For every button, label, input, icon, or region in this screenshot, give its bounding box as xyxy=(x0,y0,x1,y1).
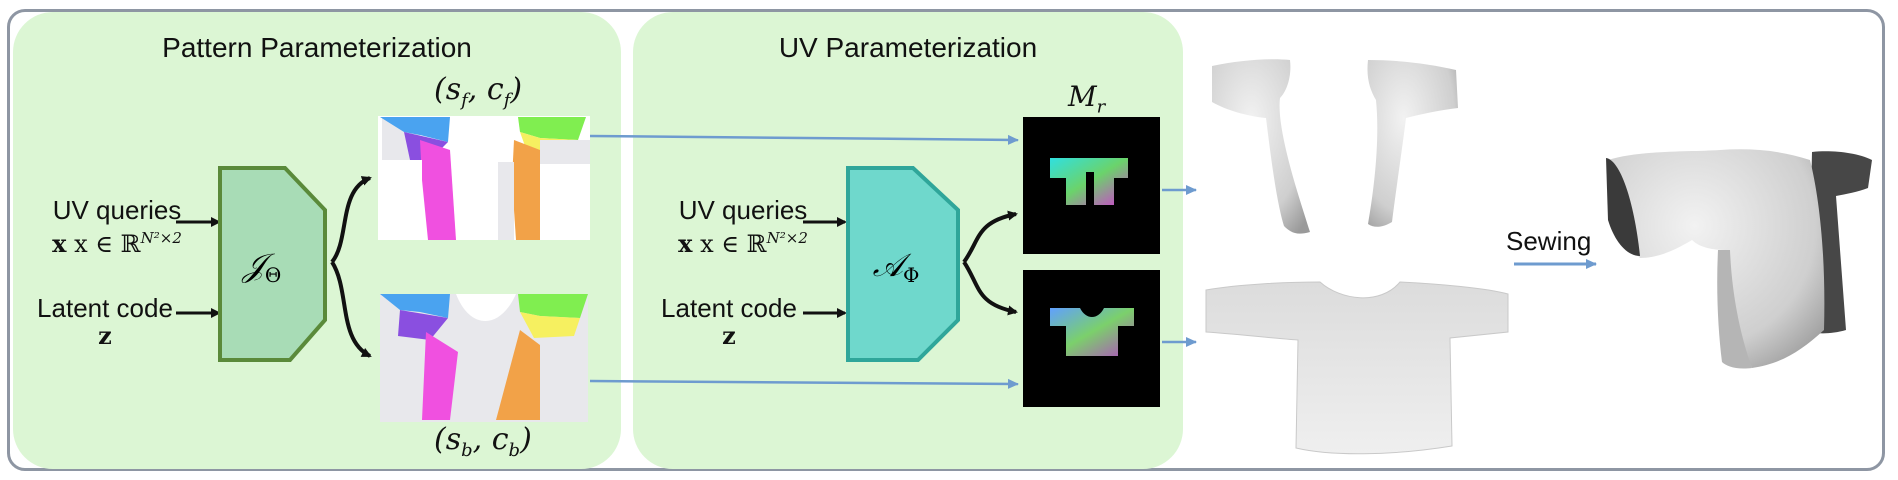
front-right-mesh xyxy=(1367,60,1458,227)
sewn-garment xyxy=(1606,149,1872,369)
front-pattern-label: (sf, cf) xyxy=(434,72,523,111)
uv-queries-label-1: UV queries x x ∈ ℝN²×2 xyxy=(22,196,212,258)
uv-panel-title: UV Parameterization xyxy=(778,32,1038,63)
pattern-network-symbol: 𝒥Θ xyxy=(241,246,282,287)
mr-back-map xyxy=(1023,270,1160,407)
pattern-panel-title: Pattern Parameterization xyxy=(162,32,472,63)
uv-queries-math-2: x x ∈ ℝN²×2 xyxy=(678,229,808,258)
fork-arrow-up-2 xyxy=(962,210,1018,264)
back-pattern-image xyxy=(380,294,588,422)
uv-queries-domain-2: x ∈ ℝ xyxy=(700,230,767,258)
uv-queries-text-2: UV queries xyxy=(678,195,808,225)
back-pattern-label: (sb, cb) xyxy=(434,422,532,461)
latent-code-math: z xyxy=(98,321,112,350)
front-to-mr-arrow xyxy=(589,134,1019,145)
latent-code-text: Latent code xyxy=(37,293,173,323)
fork-arrow-down-1 xyxy=(330,260,372,358)
sewing-label: Sewing xyxy=(1506,226,1592,256)
uv-network-shape xyxy=(846,166,960,362)
latent-code-label-2: Latent code z xyxy=(634,294,824,350)
latent-code-text-2: Latent code xyxy=(661,293,797,323)
uv-queries-domain: x ∈ ℝ xyxy=(74,230,141,258)
mr-front-map xyxy=(1023,117,1160,254)
fork-arrow-down-2 xyxy=(962,260,1018,316)
uv-queries-label-2: UV queries x x ∈ ℝN²×2 xyxy=(648,196,838,258)
uv-queries-text: UV queries xyxy=(52,195,182,225)
front-left-mesh xyxy=(1212,59,1310,234)
uv-queries-sup: N²×2 xyxy=(140,229,182,247)
pattern-network-shape xyxy=(218,166,327,362)
latent-code-label-1: Latent code z xyxy=(10,294,200,350)
uv-queries-sup-2: N²×2 xyxy=(766,229,808,247)
front-pattern-image xyxy=(378,116,590,240)
mr-label: Mr xyxy=(1068,80,1106,118)
uv-queries-math-1: x x ∈ ℝN²×2 xyxy=(52,229,182,258)
latent-code-math-2: z xyxy=(722,321,736,350)
fork-arrow-up-1 xyxy=(330,176,372,264)
back-to-mr-arrow xyxy=(589,378,1019,389)
back-mesh xyxy=(1205,281,1509,455)
